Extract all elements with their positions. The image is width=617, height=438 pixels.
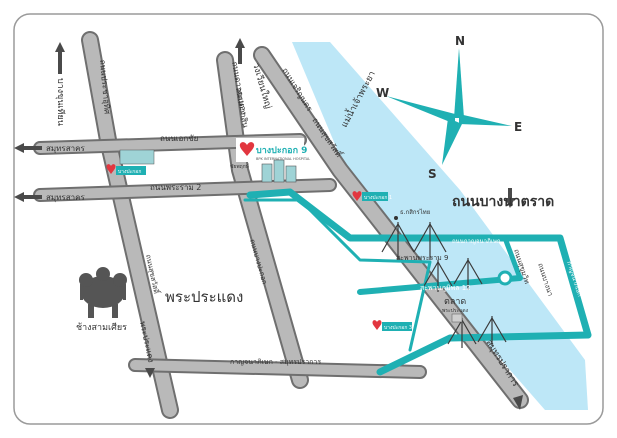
- compass-east-icon: [459, 114, 512, 126]
- route-inner: [243, 198, 432, 352]
- arrow-left-samut-sakhon-2-icon: [14, 192, 24, 202]
- erawan-elephant-icon: [79, 267, 127, 318]
- place-talat: ตลาด: [444, 297, 466, 307]
- compass-west-icon: [386, 96, 455, 124]
- bpk-ekkachai-marker: บางปะกอก: [106, 149, 155, 175]
- hospital-main-building-icon: [261, 159, 297, 183]
- dest-bang-khun-thian: บางขุนเทียน: [55, 78, 66, 126]
- bridge-label-12: สะพานภูมิพล 12: [420, 284, 471, 292]
- route-main-loop: [246, 188, 592, 376]
- bridge-12-icon: [423, 258, 483, 292]
- bpk-3-marker: บางปะกอก 3: [372, 320, 412, 331]
- compass-n: N: [455, 34, 465, 48]
- road-label-kanchana: กาญจนาภิเษก - สมุทรปราการ: [230, 358, 321, 366]
- place-chaiyapruek: ชัยพฤกษ์: [230, 163, 250, 170]
- compass-s: S: [428, 167, 437, 181]
- talat-building-icon: [451, 313, 463, 323]
- bpk-1-label: บางปะกอก 1: [364, 195, 392, 201]
- direction-arrows: [14, 38, 523, 410]
- compass-w: W: [376, 86, 389, 100]
- area-label-phra-pradaeng: พระประแดง: [165, 288, 243, 306]
- route-branch: [502, 235, 523, 281]
- expressway-route: [243, 188, 592, 376]
- road-label-kanchanaphisek-ring: ถนนกาญจนาภิเษก: [452, 238, 501, 245]
- bpk-3-label: บางปะกอก 3: [384, 325, 412, 331]
- place-talat-sub: พระประแดง: [442, 308, 469, 314]
- arrow-down-left-road-icon: [145, 368, 155, 378]
- compass-e: E: [514, 120, 522, 134]
- place-kasikorn: ธ.กสิกรไทย: [400, 208, 430, 216]
- compass-south-icon: [442, 118, 462, 165]
- arrow-up-left-road-icon: [55, 42, 65, 52]
- chao-phraya-river: [292, 42, 588, 410]
- bridge-rama-9-icon: [381, 222, 447, 260]
- bpk-1-heart-icon: [352, 191, 362, 201]
- bridge-south-icon: [447, 316, 507, 348]
- hospital-main-sub: BPK INTERNATIONAL HOSPITAL: [256, 157, 310, 161]
- dest-samut-sakhon-2: สมุทรสาคร: [46, 193, 85, 202]
- bpk-ekkachai-label: บางปะกอก: [118, 169, 141, 175]
- heart-logo-icon: [239, 142, 255, 156]
- bridge-label-rama9: สะพานพระราม 9: [396, 254, 448, 262]
- route-bridge-12: [357, 275, 523, 295]
- route-node: [497, 270, 513, 286]
- arrow-left-samut-sakhon-1-icon: [14, 143, 24, 153]
- arrow-up-center-road-icon: [235, 38, 245, 48]
- bpk-1-marker: บางปะกอก 1: [352, 191, 392, 201]
- hospital-main-marker: บางปะกอก 9 BPK INTERNATIONAL HOSPITAL: [236, 138, 310, 162]
- road-label-ekkachai: ถนนเอกชัย: [160, 134, 198, 143]
- bpk-3-heart-icon: [372, 320, 382, 330]
- compass-rose: N E S W: [376, 34, 522, 181]
- kasikorn-marker-icon: [394, 216, 398, 220]
- hospital-main-short: บางปะกอก 9: [256, 145, 307, 156]
- arrow-down-right-road-icon: [513, 395, 523, 410]
- road-label-bangna-trat: ถนนบางนาตราด: [452, 194, 554, 210]
- road-label-rama2: ถนนพระราม 2: [150, 183, 201, 192]
- bpk-ekkachai-heart-icon: [106, 164, 116, 174]
- road-network: [33, 31, 529, 419]
- dest-samut-sakhon-1: สมุทรสาคร: [46, 144, 85, 153]
- compass-north-icon: [454, 48, 464, 118]
- place-erawan: ช้างสามเศียร: [76, 322, 127, 333]
- arrow-down-bang-na-icon: [505, 198, 515, 208]
